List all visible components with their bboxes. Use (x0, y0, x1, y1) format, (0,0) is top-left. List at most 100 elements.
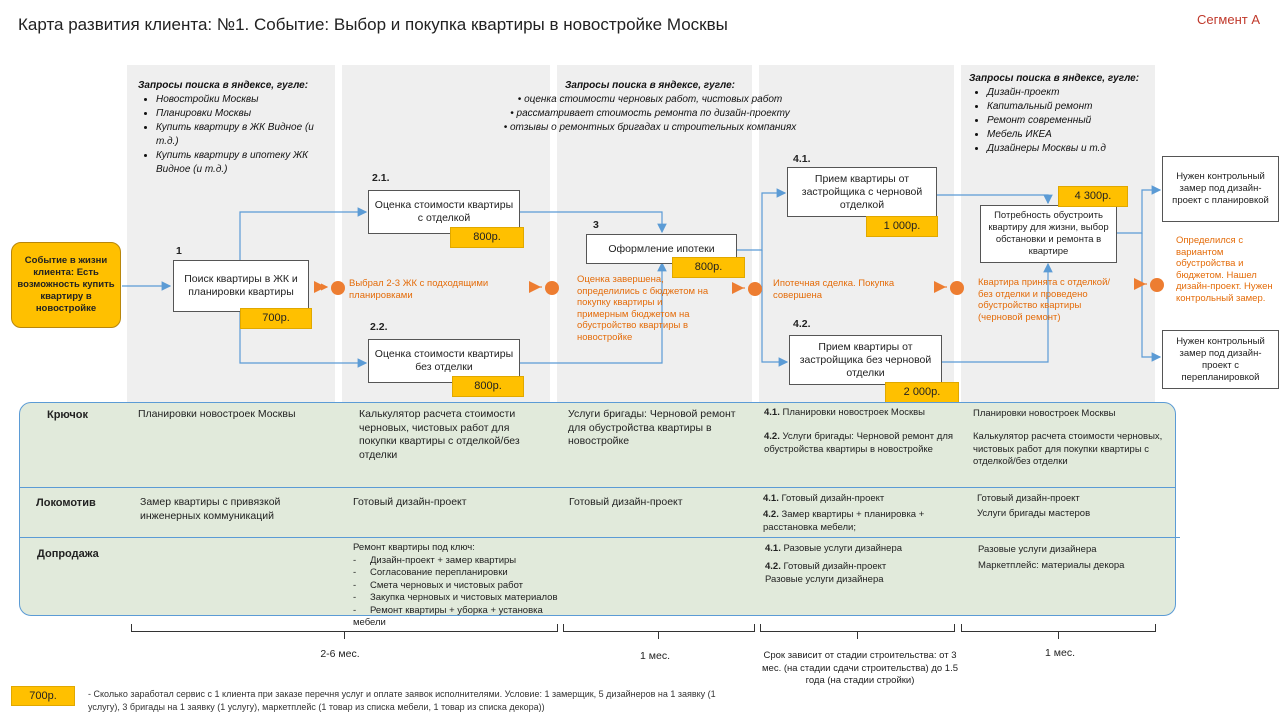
step-5-box: Потребность обустроить квартиру для жизн… (980, 205, 1117, 263)
step-3-price: 800р. (672, 257, 745, 278)
duration-label-1: 2-6 мес. (320, 648, 360, 660)
transition-note: Квартира принята с отделкой/без отделки … (978, 277, 1111, 323)
search-queries-stage-5: Запросы поиска в яндексе, гугле: Дизайн-… (969, 72, 1159, 156)
duration-bracket-4 (961, 624, 1156, 632)
hook-cell-4-1: 4.1. Планировки новостроек Москвы (764, 407, 954, 420)
loco-cell-4-1: 4.1. Готовый дизайн-проект (763, 493, 953, 506)
search-query-item: Новостройки Москвы (156, 93, 338, 107)
step-number: 3 (593, 219, 599, 231)
transition-arrow (934, 281, 946, 293)
transition-dot (950, 281, 964, 295)
hook-cell-3: Услуги бригады: Черновой ремонт для обус… (568, 408, 736, 447)
search-query-item: Купить квартиру в ипотеку ЖК Видное (и т… (156, 149, 338, 177)
page-title: Карта развития клиента: №1. Событие: Выб… (18, 15, 728, 34)
search-queries-heading: Запросы поиска в яндексе, гугле: (969, 73, 1140, 84)
bracket-tick (857, 632, 858, 639)
search-query-item: Ремонт современный (987, 114, 1159, 128)
transition-dot (331, 281, 345, 295)
hook-cell-5b: Калькулятор расчета стоимости черновых, … (973, 431, 1163, 467)
bracket-tick (658, 632, 659, 639)
sub-step-number: 4.1. (763, 493, 779, 504)
sub-step-number: 4.1. (765, 543, 781, 554)
upsell-item: Дизайн-проект + замер квартиры (353, 555, 563, 568)
upsell-cell-2: Ремонт квартиры под ключ: Дизайн-проект … (353, 542, 563, 630)
upsell-cell-4-2-text-2: Разовые услуги дизайнера (765, 573, 884, 585)
transition-note: Выбрал 2-3 ЖК с подходящими планировками (349, 278, 489, 301)
search-query-item: оценка стоимости черновых работ, чистовы… (440, 93, 860, 107)
connector-3-to-41 (737, 188, 787, 251)
transition-dot (748, 282, 762, 296)
step-4-2-price: 2 000р. (885, 382, 959, 403)
connector-3-to-42 (761, 250, 789, 367)
step-2-1-price: 800р. (450, 227, 524, 248)
step-5-price: 4 300р. (1058, 186, 1128, 207)
step-number: 1 (176, 245, 182, 257)
search-query-item: Мебель ИКЕА (987, 128, 1159, 142)
upsell-cell-4-2-text: Готовый дизайн-проект (780, 561, 887, 572)
transition-dot (1150, 278, 1164, 292)
result-box-replanning: Нужен контрольный замер под дизайн-проек… (1162, 330, 1279, 389)
duration-label-3: Срок зависит от стадии строительства: от… (762, 650, 958, 686)
duration-bracket-2 (563, 624, 755, 632)
connector-41-to-5 (937, 194, 1053, 205)
row-divider (20, 537, 1180, 538)
connector-1-to-22 (239, 312, 368, 368)
upsell-cell-4-2: 4.2. Готовый дизайн-проект Разовые услуг… (765, 561, 955, 586)
stage-column-1 (127, 65, 335, 402)
sub-step-number: 4.2. (764, 431, 780, 442)
step-4-1-box: Прием квартиры от застройщика с черновой… (787, 167, 937, 217)
step-number: 4.1. (793, 153, 811, 165)
sub-step-number: 4.1. (764, 407, 780, 418)
loco-cell-4-1-text: Готовый дизайн-проект (778, 493, 885, 504)
search-query-item: отзывы о ремонтных бригадах и строительн… (440, 121, 860, 135)
step-number: 2.1. (372, 172, 390, 184)
transition-note: Определился с вариантом обустройства и б… (1176, 235, 1273, 304)
step-2-1-box: Оценка стоимости квартиры с отделкой (368, 190, 520, 234)
search-query-item: Капитальный ремонт (987, 100, 1159, 114)
step-1-price: 700р. (240, 308, 312, 329)
duration-label-2: 1 мес. (640, 650, 670, 662)
loco-cell-4-2: 4.2. Замер квартиры + планировка + расст… (763, 509, 953, 534)
connector-5-to-results (1117, 185, 1162, 234)
step-4-2-box: Прием квартиры от застройщика без чернов… (789, 335, 942, 385)
upsell-item: Согласование перепланировки (353, 567, 563, 580)
transition-note: Ипотечная сделка. Покупка совершена (773, 278, 895, 301)
row-label-hook: Крючок (47, 409, 89, 421)
step-4-1-price: 1 000р. (866, 216, 938, 237)
connector-22-to-3 (520, 261, 667, 364)
bracket-tick (344, 632, 345, 639)
step-1-box: Поиск квартиры в ЖК и планировки квартир… (173, 260, 309, 312)
hook-cell-1: Планировки новостроек Москвы (138, 408, 296, 420)
hook-cell-4-1-text: Планировки новостроек Москвы (779, 407, 926, 418)
search-query-item: Дизайн-проект (987, 86, 1159, 100)
legend-text: - Сколько заработал сервис с 1 клиента п… (88, 689, 716, 712)
row-label-locomotive: Локомотив (36, 497, 96, 509)
sub-step-number: 4.2. (765, 561, 781, 572)
duration-bracket-3 (760, 624, 955, 632)
transition-arrow (529, 281, 541, 293)
step-number: 2.2. (370, 321, 388, 333)
search-query-item: Купить квартиру в ЖК Видное (и т.д.) (156, 121, 338, 149)
upsell-heading: Ремонт квартиры под ключ: (353, 542, 475, 553)
transition-note: Оценка завершена, определились с бюджето… (577, 274, 709, 343)
loco-cell-3: Готовый дизайн-проект (569, 496, 683, 508)
search-queries-heading: Запросы поиска в яндексе, гугле: (138, 80, 309, 91)
bracket-tick (1058, 632, 1059, 639)
sub-step-number: 4.2. (763, 509, 779, 520)
upsell-cell-4-1: 4.1. Разовые услуги дизайнера (765, 543, 955, 556)
search-query-item: рассматривает стоимость ремонта по дизай… (440, 107, 860, 121)
upsell-item: Смета черновых и чистовых работ (353, 580, 563, 593)
hook-cell-4-2-text: Услуги бригады: Черновой ремонт для обус… (764, 431, 954, 455)
upsell-cell-5a: Разовые услуги дизайнера (978, 544, 1097, 555)
hook-cell-5a: Планировки новостроек Москвы (973, 408, 1116, 419)
row-divider (20, 487, 1176, 488)
transition-arrow (732, 282, 744, 294)
search-query-item: Дизайнеры Москвы и т.д (987, 142, 1159, 156)
search-queries-heading: Запросы поиска в яндексе, гугле: (564, 80, 736, 91)
loco-cell-2: Готовый дизайн-проект (353, 496, 467, 508)
transition-dot (545, 281, 559, 295)
loco-cell-4-2-text: Замер квартиры + планировка + расстановк… (763, 509, 925, 533)
duration-bracket-1 (131, 624, 558, 632)
row-label-upsell: Допродажа (37, 548, 99, 560)
offers-panel (19, 402, 1176, 616)
